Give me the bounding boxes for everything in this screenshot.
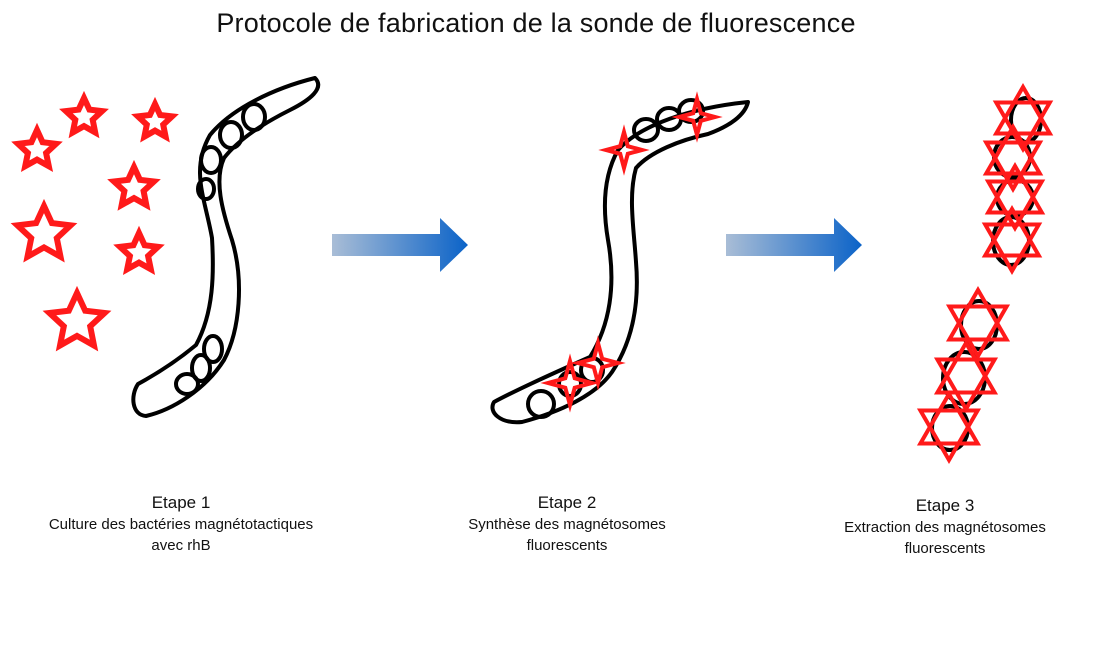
rhodamine-star-icon bbox=[42, 285, 112, 352]
hexagram-triangle bbox=[981, 222, 1043, 276]
sparkle-star-icon bbox=[598, 124, 650, 176]
hexagram-triangle bbox=[992, 82, 1054, 136]
magnetosome-chain bbox=[174, 102, 267, 396]
bacterium-outline-icon bbox=[131, 76, 321, 418]
extracted-chain-upper bbox=[981, 82, 1054, 276]
step-1-caption: Etape 1 Culture des bactéries magnétotac… bbox=[0, 492, 362, 556]
process-arrow-icon bbox=[726, 218, 862, 272]
sparkle-star-icon bbox=[671, 91, 723, 143]
extracted-chain-lower bbox=[916, 286, 1011, 464]
rhodamine-star-icon bbox=[11, 122, 63, 173]
rhodamine-star-icon bbox=[131, 96, 179, 143]
step-3-desc-line2: fluorescents bbox=[904, 540, 986, 557]
hexagram-triangle bbox=[982, 140, 1044, 194]
sparkle-star-icon bbox=[540, 353, 600, 413]
step-1-label: Etape 1 bbox=[151, 493, 211, 512]
diagram-title: Protocole de fabrication de la sonde de … bbox=[216, 8, 856, 38]
step-2-caption: Etape 2 Synthèse des magnétosomes fluore… bbox=[417, 492, 717, 556]
step-1-desc-line2: avec rhB bbox=[151, 537, 211, 554]
step-3-label: Etape 3 bbox=[915, 496, 975, 515]
hexagram-triangle bbox=[945, 286, 1011, 342]
hexagram-triangle bbox=[933, 339, 999, 395]
hexagram-icon bbox=[981, 82, 1054, 276]
hexagram-triangle bbox=[916, 390, 982, 446]
rhodamine-stars bbox=[10, 90, 179, 352]
step-2-desc-line1: Synthèse des magnétosomes bbox=[468, 516, 666, 533]
step-2-label: Etape 2 bbox=[537, 493, 597, 512]
hexagram-triangle bbox=[981, 204, 1043, 258]
step-3-caption: Etape 3 Extraction des magnétosomes fluo… bbox=[790, 495, 1100, 559]
hexagram-triangle bbox=[945, 304, 1011, 360]
step-3-desc-line1: Extraction des magnétosomes bbox=[844, 519, 1046, 536]
rhodamine-star-icon bbox=[10, 198, 78, 263]
bacterium-outline-icon bbox=[490, 100, 750, 425]
fluorescent-label-stars bbox=[540, 91, 723, 413]
hexagram-triangle bbox=[982, 122, 1044, 176]
step-1-desc-line1: Culture des bactéries magnétotactiques bbox=[48, 516, 314, 533]
bacterium-stage-2 bbox=[490, 91, 750, 425]
hexagram-triangle bbox=[916, 408, 982, 464]
bacterium-stage-1 bbox=[131, 76, 321, 418]
rhodamine-star-icon bbox=[107, 159, 161, 211]
rhodamine-star-icon bbox=[113, 225, 165, 276]
rhodamine-star-icon bbox=[59, 90, 109, 139]
process-arrow-icon bbox=[332, 218, 468, 272]
hexagram-triangle bbox=[933, 357, 999, 413]
hexagram-triangle bbox=[992, 100, 1054, 154]
hexagram-triangle bbox=[984, 179, 1046, 233]
hexagram-icon bbox=[916, 286, 1011, 464]
sparkle-star-icon bbox=[570, 335, 626, 391]
step-2-desc-line2: fluorescents bbox=[526, 537, 608, 554]
